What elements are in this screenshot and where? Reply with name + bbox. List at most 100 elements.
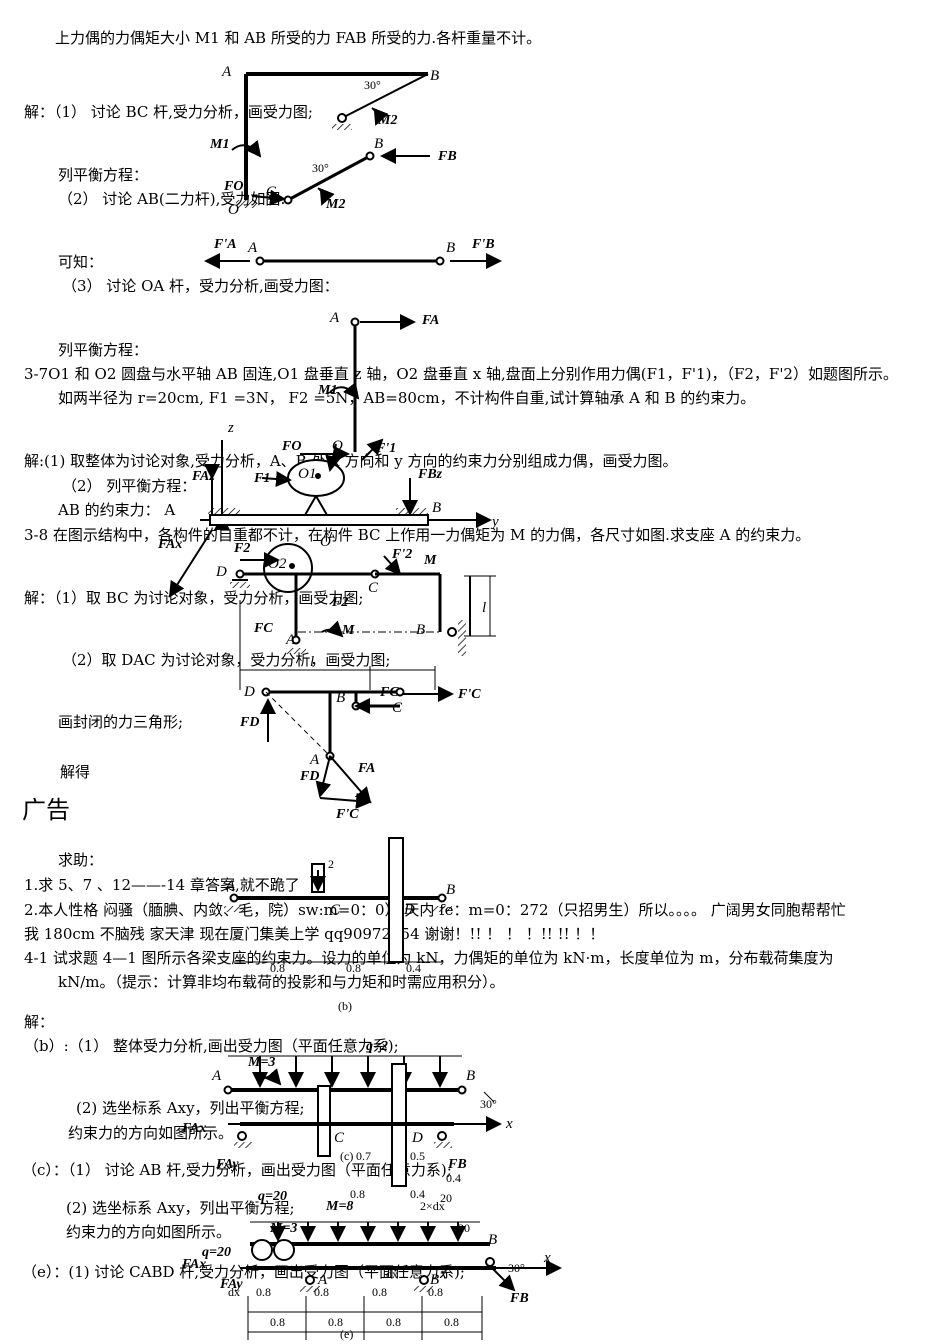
label-q20: q=20 xyxy=(202,1245,231,1260)
figure-beam-b xyxy=(224,837,452,963)
text-line: （2） 列平衡方程： xyxy=(62,477,197,495)
label-fpc: F'C xyxy=(335,807,359,822)
label-dim: 0.8 xyxy=(256,1285,271,1299)
label-m1: M1 xyxy=(317,383,337,398)
label-b: B xyxy=(416,622,425,638)
label-fo: FO xyxy=(223,179,243,194)
label-dx: dx xyxy=(386,1267,398,1281)
label-x: x xyxy=(543,1250,551,1266)
label-angle: 30° xyxy=(364,78,381,92)
label-fp2: F'2 xyxy=(391,547,412,562)
label-b: B xyxy=(374,136,383,152)
figure-beam-c xyxy=(223,1055,502,1187)
label-dim: 0.8 xyxy=(328,1315,343,1329)
label-fo: FO xyxy=(281,439,301,454)
text-line: (2) 选坐标系 Axy，列出平衡方程; xyxy=(66,1199,295,1217)
label-eq: 2×dx xyxy=(420,1199,445,1213)
figure-ab-bar xyxy=(204,253,502,269)
label-n20: 20 xyxy=(458,1221,470,1235)
label-q20: q=20 xyxy=(258,1189,287,1204)
label-n20: 20 xyxy=(440,1191,452,1205)
label-fp1: F'1 xyxy=(375,441,396,456)
text-line: 3-8 在图示结构中，各构件的自重都不计，在构件 BC 上作用一力偶矩为 M 的… xyxy=(24,526,811,544)
label-a: A xyxy=(285,632,296,648)
label-fd: FD xyxy=(239,715,259,730)
label-fd: FD xyxy=(299,769,319,784)
label-o: O xyxy=(332,438,343,454)
label-b: B xyxy=(430,1272,439,1288)
label-dim: 0.4 xyxy=(406,961,421,975)
label-a: A xyxy=(317,1272,328,1288)
label-f2: F2 xyxy=(331,595,348,610)
label-b: B xyxy=(446,882,455,898)
label-fax: FAx xyxy=(181,1121,206,1136)
text-line: (2) 选坐标系 Axy，列出平衡方程; xyxy=(76,1099,305,1117)
text-line: 如两半径为 r=20cm, F1 =3N， F2 =5N，AB=80cm，不计构… xyxy=(58,389,756,407)
label-b: B xyxy=(336,690,345,706)
label-fb: FB xyxy=(509,1291,529,1306)
label-c: C xyxy=(392,700,403,716)
label-m3: M=3 xyxy=(247,1055,275,1070)
label-b: B xyxy=(446,240,455,256)
text-line: 约束力的方向如图所示。 xyxy=(66,1223,232,1241)
label-a: A xyxy=(225,878,236,894)
text-line: kN/m。（提示：计算非均布载荷的投影和与力矩和时需应用积分）。 xyxy=(58,973,505,991)
label-o: O xyxy=(228,202,239,218)
label-a: A xyxy=(329,310,340,326)
label-fax: FAx xyxy=(181,1257,206,1272)
label-fpa: F'A xyxy=(213,237,237,252)
label-c: C xyxy=(266,184,277,200)
label-fc: FC xyxy=(253,621,273,636)
label-y: y xyxy=(490,514,499,530)
label-angle: 30° xyxy=(480,1097,497,1111)
label-d: D xyxy=(215,564,227,580)
label-m1: M1 xyxy=(209,137,229,152)
label-fc: FC xyxy=(379,685,399,700)
label-m2: M2 xyxy=(377,113,397,128)
label-fpc: F'C xyxy=(457,687,481,702)
text-line: AB 的约束力： A xyxy=(58,501,176,519)
figure-frame-oab xyxy=(231,72,429,208)
label-fa: FA xyxy=(421,313,439,328)
label-x: x xyxy=(439,1266,447,1282)
label-fa: FA xyxy=(357,761,375,776)
text-line: 可知： xyxy=(58,253,104,271)
label-faz: FAz xyxy=(191,469,215,484)
text-line: 列平衡方程： xyxy=(58,166,149,184)
label-c: C xyxy=(368,580,379,596)
label-d: D xyxy=(243,684,255,700)
label-f1: F1 xyxy=(253,471,270,486)
label-q2: q=2 xyxy=(366,1039,388,1054)
label-m: M xyxy=(341,623,355,638)
label-o: O xyxy=(320,534,331,550)
label-angle: 30° xyxy=(508,1261,525,1275)
label-dim: 0.8 xyxy=(372,1285,387,1299)
label-o1: O1 xyxy=(298,466,316,482)
label-d: D xyxy=(403,902,415,918)
figure-shaft-disks xyxy=(168,440,492,598)
label-dim: 0.4 xyxy=(410,1187,425,1201)
text-line: 解:(1) 取整体为讨论对象,受力分析，A、B 处 x 方向和 y 方向的约束力… xyxy=(24,452,678,470)
text-line: 解： xyxy=(24,1013,55,1031)
label-fpb: F'B xyxy=(471,237,495,252)
label-dim: 0.8 xyxy=(346,961,361,975)
label-m2: M2 xyxy=(325,197,345,212)
text-line: 画封闭的力三角形; xyxy=(58,713,184,731)
label-dim: 0.8 xyxy=(350,1187,365,1201)
label-a: A xyxy=(221,64,232,80)
label-l: l xyxy=(310,654,314,670)
label-f2: F2 xyxy=(233,541,250,556)
label-o2: O2 xyxy=(268,556,287,572)
text-line: 解：（1） 讨论 BC 杆,受力分析，画受力图; xyxy=(24,103,313,121)
label-dim: 0.5 xyxy=(410,1149,425,1163)
label-b: B xyxy=(430,68,439,84)
label-fb: FB xyxy=(447,1157,467,1172)
label-fay: FAy xyxy=(219,1277,243,1292)
label-fay: FAy xyxy=(215,1157,239,1172)
label-dim: 0.8 xyxy=(428,1285,443,1299)
label-fax: FAx xyxy=(157,537,182,552)
label-a: A xyxy=(247,240,258,256)
text-line: 1.求 5、7 、12——-14 章答案,就不跪了 xyxy=(24,876,300,894)
caption-e: (e) xyxy=(340,1327,353,1341)
text-line: 解：（1）取 BC 为讨论对象，受力分析，画受力图; xyxy=(24,589,364,607)
